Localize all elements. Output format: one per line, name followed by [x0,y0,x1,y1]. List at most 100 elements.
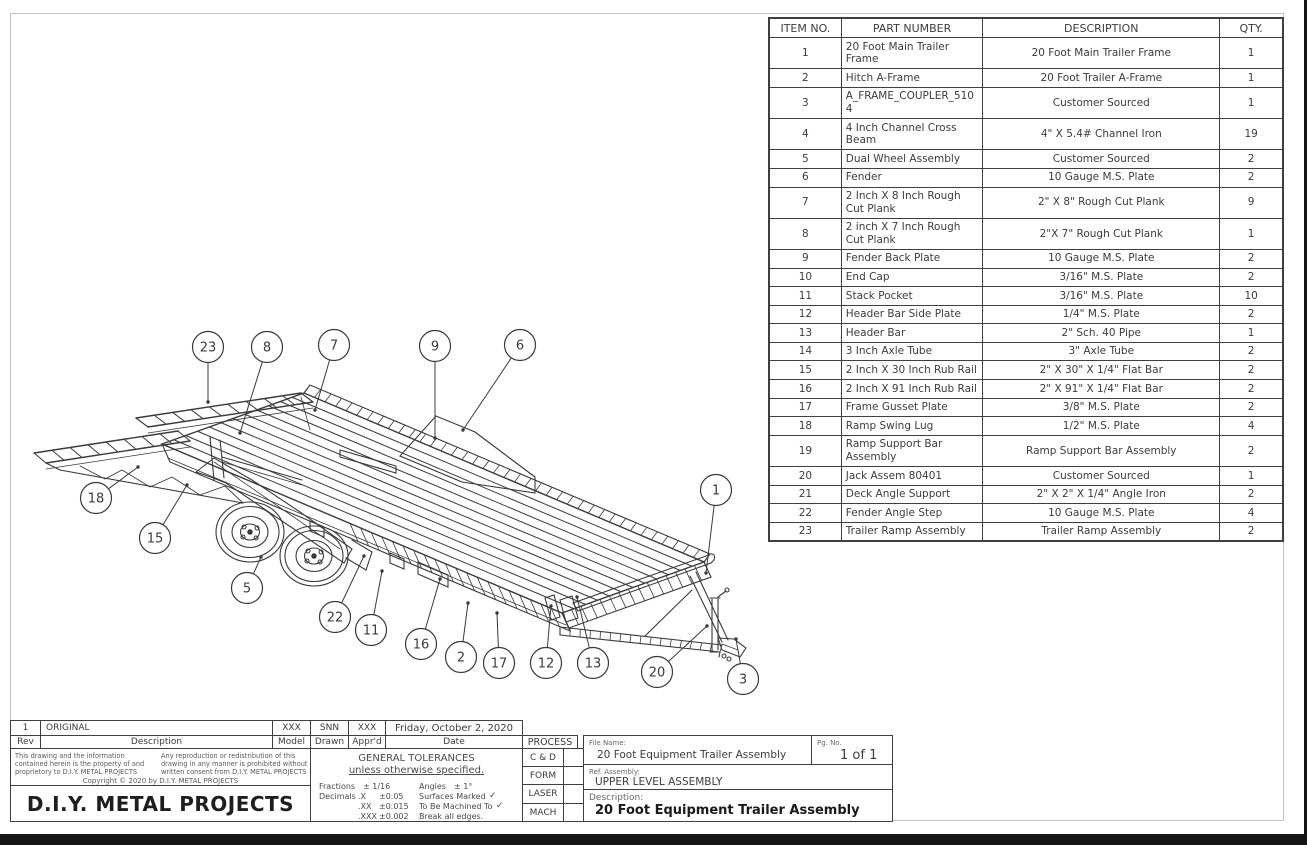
svg-text:23: 23 [200,341,217,356]
bom-desc-cell: Customer Sourced [982,86,1221,120]
bom-item-cell: 3 [768,86,842,120]
bom-header-cell: PART NUMBER [840,17,984,39]
balloon-16: 16 [404,577,442,661]
bom-desc-cell: Customer Sourced [982,149,1221,169]
bom-item-cell: 12 [768,304,842,325]
page-number-cell: Pg. No. 1 of 1 [811,735,893,765]
date-value-cell: Friday, October 2, 2020 [385,720,523,736]
bom-item-cell: 21 [768,484,842,505]
balloon-9: 9 [418,329,452,440]
bom-qty-cell: 19 [1219,118,1284,151]
bom-qty-cell: 2 [1219,267,1284,288]
bom-item-cell: 7 [768,186,842,219]
process-row-empty-cell [563,766,584,785]
balloon-11: 11 [354,569,388,647]
drawn-label: Drawn [310,735,349,749]
rev-label: Rev [10,735,41,749]
copyright-text: Copyright © 2020 by D.I.Y. METAL PROJECT… [82,777,239,785]
ref-assembly-label: Ref. Assembly: [589,768,640,776]
bom-item-cell: 13 [768,323,842,343]
tolerances-title: GENERAL TOLERANCES [358,753,475,764]
bom-part-cell: Fender Angle Step [840,503,984,523]
bom-qty-cell: 1 [1219,323,1284,343]
balloon-23: 23 [191,330,225,404]
bom-qty-cell: 2 [1219,167,1284,188]
bom-part-cell: A_FRAME_COUPLER_5104 [840,86,984,120]
bom-desc-cell: 20 Foot Main Trailer Frame [982,37,1221,70]
bom-part-cell: Dual Wheel Assembly [840,149,984,169]
svg-text:3: 3 [739,673,747,688]
bom-desc-cell: 20 Foot Trailer A-Frame [982,68,1221,88]
balloon-8: 8 [238,330,284,435]
svg-text:22: 22 [327,611,344,626]
bom-header-cell: QTY. [1219,17,1284,39]
bom-part-cell: Deck Angle Support [840,484,984,505]
bom-qty-cell: 1 [1219,86,1284,120]
bom-part-cell: Header Bar [840,323,984,343]
balloon-20: 20 [640,624,709,689]
bom-item-cell: 23 [768,521,842,542]
bom-item-cell: 18 [768,416,842,436]
model-label: Model [272,735,311,749]
bom-desc-cell: 10 Gauge M.S. Plate [982,167,1221,188]
bom-part-cell: Header Bar Side Plate [840,304,984,325]
bom-header-cell: DESCRIPTION [982,17,1221,39]
fractions-value: ± 1/16 [363,782,391,791]
decimal-xxx-value: ±0.002 [379,812,409,821]
apprd-value-cell: XXX [348,720,386,736]
svg-text:5: 5 [243,582,251,597]
bom-part-cell: 3 Inch Axle Tube [840,341,984,362]
bom-qty-cell: 2 [1219,397,1284,418]
bom-desc-cell: Customer Sourced [982,466,1221,486]
bom-part-cell: Ramp Support Bar Assembly [840,434,984,468]
file-name-value: 20 Foot Equipment Trailer Assembly [597,749,787,761]
bom-desc-cell: 10 Gauge M.S. Plate [982,248,1221,269]
process-row-empty-cell [563,784,584,804]
bom-qty-cell: 2 [1219,360,1284,381]
process-row-empty-cell [563,803,584,822]
bom-part-cell: Frame Gusset Plate [840,397,984,418]
rev-number-cell: 1 [10,720,41,736]
decimal-x-label: .X [358,792,367,801]
ref-assembly-value: UPPER LEVEL ASSEMBLY [595,776,723,788]
svg-text:2: 2 [457,651,465,666]
bom-item-cell: 20 [768,466,842,486]
decimal-xx-value: ±0.015 [379,802,409,811]
bom-item-cell: 16 [768,379,842,399]
bom-item-cell: 6 [768,167,842,188]
bom-qty-cell: 2 [1219,379,1284,399]
svg-text:18: 18 [88,492,105,507]
bom-item-cell: 15 [768,360,842,381]
model-value-cell: XXX [272,720,311,736]
bom-part-cell: Hitch A-Frame [840,68,984,88]
bom-qty-cell: 1 [1219,466,1284,486]
file-name-cell: File Name: 20 Foot Equipment Trailer Ass… [583,735,812,765]
balloon-17: 17 [482,611,516,680]
bom-part-cell: 2 Inch X 91 Inch Rub Rail [840,379,984,399]
bom-desc-cell: 3/8" M.S. Plate [982,397,1221,418]
surfaces-marked-note: Surfaces Marked [419,792,486,801]
page-number-value: 1 of 1 [840,748,878,763]
tolerances-subtitle: unless otherwise specified. [348,765,485,776]
bom-part-cell: Jack Assem 80401 [840,466,984,486]
bom-desc-cell: 4" X 5.4# Channel Iron [982,118,1221,151]
balloon-1: 1 [699,473,733,575]
bom-item-cell: 11 [768,286,842,306]
svg-text:6: 6 [516,339,524,354]
bom-desc-cell: 10 Gauge M.S. Plate [982,503,1221,523]
angles-value: ± 1° [454,782,473,791]
process-header: PROCESS [522,735,578,749]
bom-item-cell: 8 [768,217,842,250]
svg-text:13: 13 [585,657,602,672]
